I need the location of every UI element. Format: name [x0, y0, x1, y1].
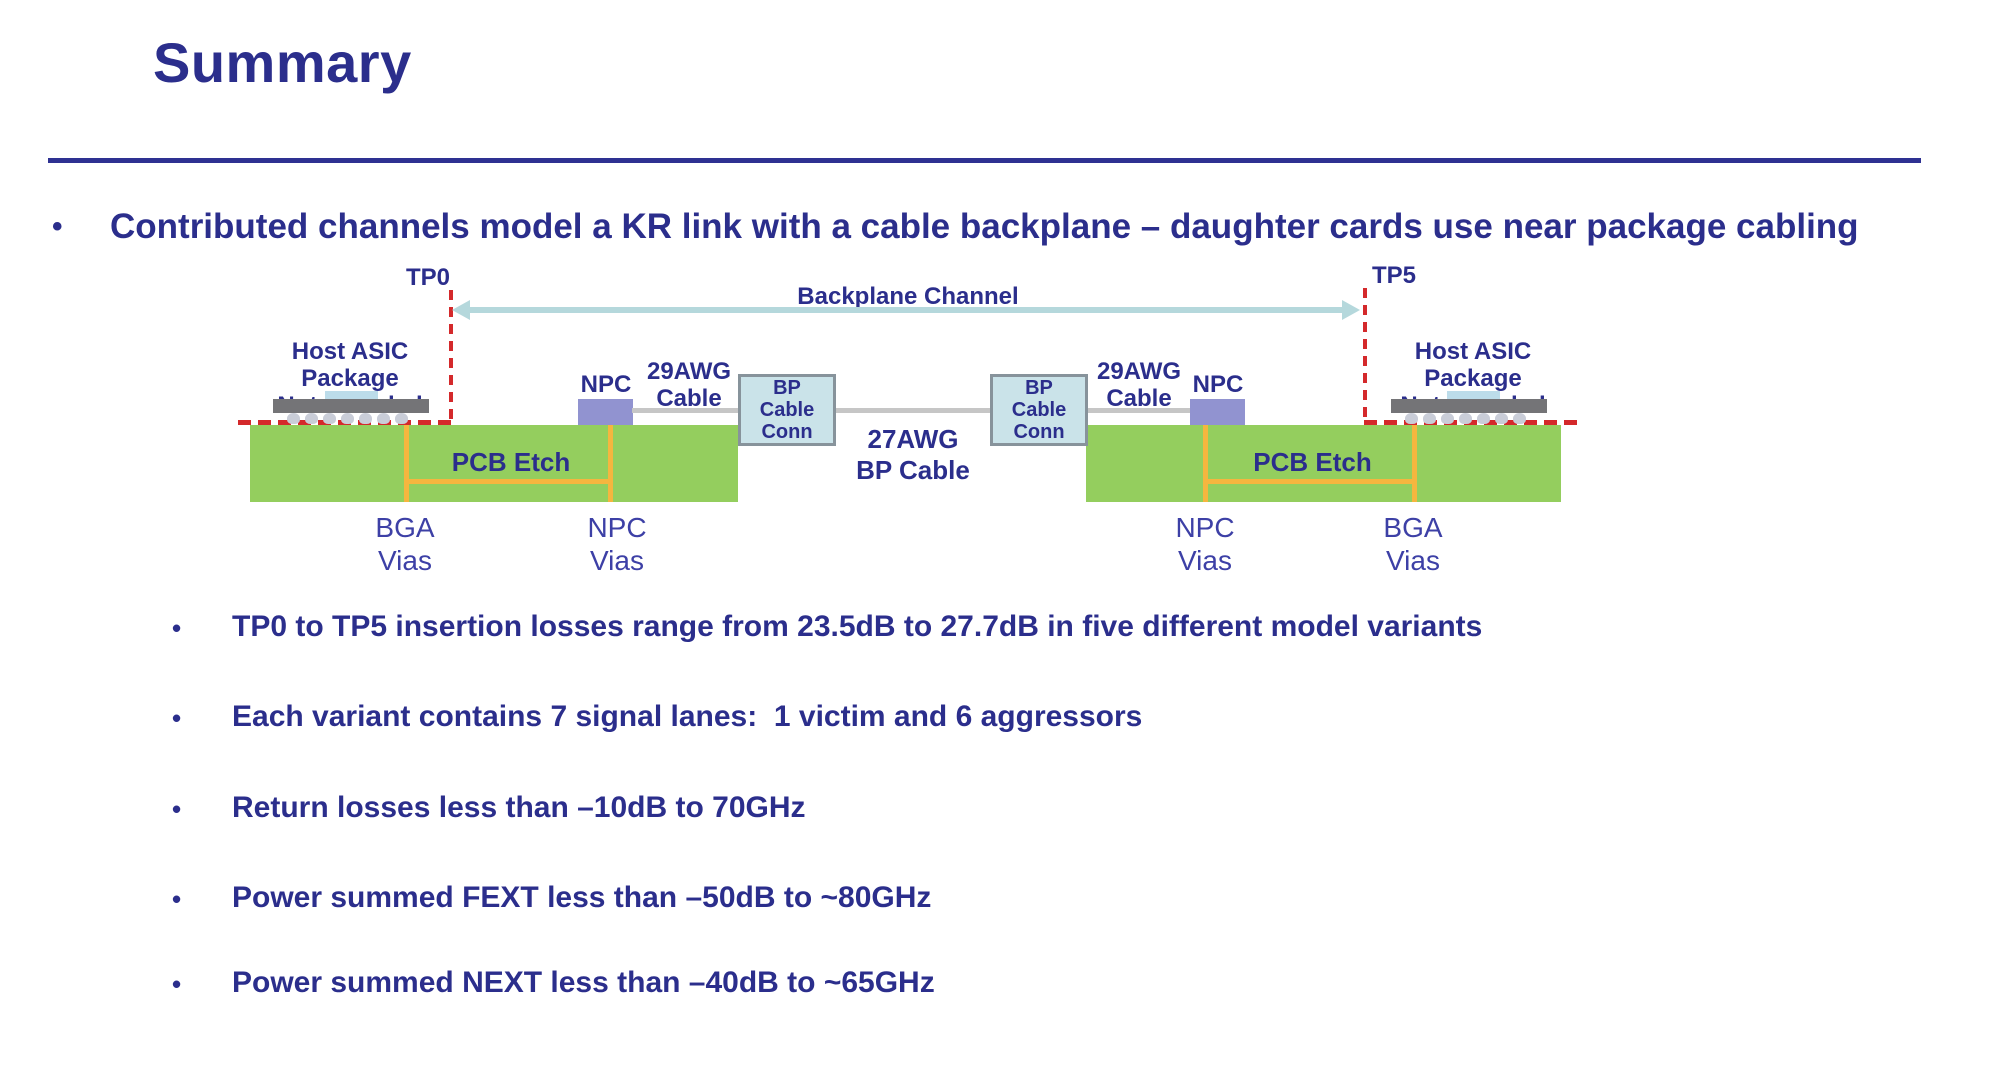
right-bga-via-line [1412, 425, 1417, 502]
left-29awg-cable [632, 408, 738, 413]
right-package-boundary-dashed-line [1364, 420, 1580, 425]
left-29awg-line2: Cable [656, 385, 722, 412]
27awg-line1: 27AWG [867, 424, 959, 454]
left-pcb [250, 425, 738, 502]
main-bullet: • Contributed channels model a KR link w… [52, 207, 1859, 247]
right-etch-trace [1203, 479, 1417, 484]
right-npc-via-line [1203, 425, 1208, 502]
sub-bullet-next: • Power summed NEXT less than –40dB to ~… [172, 966, 935, 1002]
left-npc-vias-line1: NPC [587, 512, 647, 543]
arrow-head-left-icon [452, 300, 470, 320]
right-bga-vias-label: BGA Vias [1363, 511, 1463, 577]
sub-bullet-fext: • Power summed FEXT less than –50dB to ~… [172, 881, 931, 917]
right-29awg-cable [1088, 408, 1190, 413]
bullet-dot: • [172, 794, 182, 824]
right-conn-line3: Conn [1013, 421, 1065, 443]
bullet-dot: • [172, 703, 182, 733]
left-29awg-cable-label: 29AWG Cable [629, 358, 749, 412]
right-pcb [1086, 425, 1561, 502]
27awg-bp-cable [836, 408, 990, 413]
bullet-dot: • [52, 210, 63, 243]
bullet-dot: • [172, 884, 182, 914]
right-chip-die [1447, 391, 1500, 400]
right-npc-connector [1190, 399, 1245, 425]
bullet-dot: • [172, 969, 182, 999]
right-conn-line1: BP [1025, 377, 1053, 399]
bullet-dot: • [172, 613, 182, 643]
left-bga-vias-label: BGA Vias [355, 511, 455, 577]
main-bullet-text: Contributed channels model a KR link wit… [110, 207, 1859, 246]
right-npc-label: NPC [1192, 371, 1244, 398]
sub-bullet-signal-lanes: • Each variant contains 7 signal lanes: … [172, 700, 1142, 736]
arrow-head-right-icon [1342, 300, 1360, 320]
right-chip-substrate [1391, 399, 1547, 413]
right-npc-vias-label: NPC Vias [1155, 511, 1255, 577]
backplane-channel-label: Backplane Channel [797, 283, 1019, 310]
27awg-line2: BP Cable [856, 455, 970, 485]
left-npc-vias-label: NPC Vias [567, 511, 667, 577]
backplane-channel-arrow [468, 307, 1342, 313]
left-chip-substrate [273, 399, 429, 413]
left-bp-cable-connector: BP Cable Conn [738, 374, 836, 446]
left-npc-connector [578, 399, 633, 425]
left-bga-vias-line1: BGA [375, 512, 435, 543]
sub-bullet-text: TP0 to TP5 insertion losses range from 2… [232, 610, 1483, 643]
right-29awg-line2: Cable [1106, 385, 1172, 412]
left-chip-die [325, 391, 378, 400]
left-npc-via-line [608, 425, 613, 502]
sub-bullet-text: Each variant contains 7 signal lanes: 1 … [232, 700, 1143, 733]
right-bga-vias-line2: Vias [1386, 545, 1440, 576]
left-bga-via-line [404, 425, 409, 502]
tp5-label: TP5 [1372, 262, 1417, 289]
left-pcb-etch-label: PCB Etch [451, 447, 571, 477]
right-npc-vias-line2: Vias [1178, 545, 1232, 576]
left-chip-bga-balls [287, 413, 408, 424]
host-asic-right-line1: Host ASIC Package [1414, 338, 1532, 392]
sub-bullet-text: Return losses less than –10dB to 70GHz [232, 791, 806, 824]
sub-bullet-text: Power summed NEXT less than –40dB to ~65… [232, 966, 935, 999]
left-etch-trace [404, 479, 613, 484]
right-29awg-line1: 29AWG [1096, 358, 1182, 385]
tp0-label: TP0 [405, 264, 450, 291]
sub-bullet-insertion-loss: • TP0 to TP5 insertion losses range from… [172, 610, 1482, 646]
left-bga-vias-line2: Vias [378, 545, 432, 576]
right-npc-vias-line1: NPC [1175, 512, 1235, 543]
left-conn-line2: Cable [759, 399, 815, 421]
left-29awg-line1: 29AWG [646, 358, 732, 385]
right-29awg-cable-label: 29AWG Cable [1079, 358, 1199, 412]
left-npc-label: NPC [580, 371, 632, 398]
left-conn-line1: BP [773, 377, 801, 399]
tp5-reference-line [1363, 288, 1367, 422]
title-underline-rule [48, 158, 1921, 163]
left-npc-vias-line2: Vias [590, 545, 644, 576]
right-pcb-etch-label: PCB Etch [1253, 447, 1372, 477]
right-bp-cable-connector: BP Cable Conn [990, 374, 1088, 446]
right-bga-vias-line1: BGA [1383, 512, 1443, 543]
sub-bullet-return-loss: • Return losses less than –10dB to 70GHz [172, 791, 806, 827]
sub-bullet-text: Power summed FEXT less than –50dB to ~80… [232, 881, 932, 914]
right-chip-bga-balls [1405, 413, 1526, 424]
page-title: Summary [153, 31, 412, 94]
tp0-reference-line [449, 290, 453, 422]
host-asic-left-line1: Host ASIC Package [291, 338, 409, 392]
right-conn-line2: Cable [1011, 399, 1067, 421]
27awg-bp-cable-label: 27AWG BP Cable [838, 424, 988, 486]
left-conn-line3: Conn [761, 421, 813, 443]
